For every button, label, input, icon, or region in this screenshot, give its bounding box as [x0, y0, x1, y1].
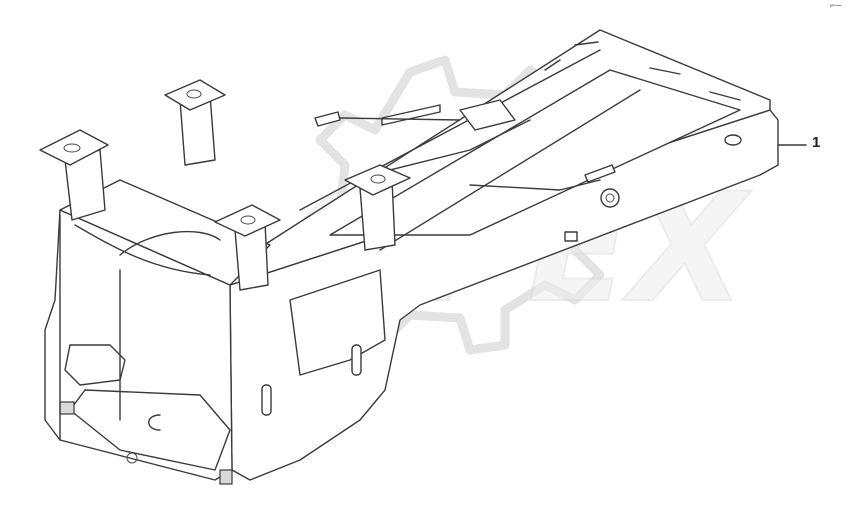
bracket-c [584, 164, 616, 183]
mount-pad-3-hole [240, 215, 256, 225]
rail-block [564, 231, 578, 242]
side-slot-2 [351, 344, 362, 376]
slot-3 [709, 91, 741, 101]
bottom-block [219, 469, 233, 485]
crossmember-2 [379, 89, 641, 251]
bracket-d [314, 111, 341, 127]
side-slot [261, 384, 272, 416]
front-arch [119, 230, 221, 256]
mount-pad-1-hole [63, 143, 81, 153]
routing-2 [469, 179, 601, 191]
frame-body [39, 29, 807, 485]
rail-hole-2 [600, 188, 620, 208]
slot-1 [574, 41, 599, 46]
mount-pad-4-hole [370, 174, 386, 184]
corner-mark: ⌐─ [830, 0, 842, 10]
top-opening [329, 69, 741, 236]
mount-pad-4 [344, 164, 411, 196]
callout-label-1: 1 [812, 134, 821, 151]
lower-bracket-hole [126, 452, 138, 464]
mount-pad-3 [214, 204, 281, 237]
left-block [59, 401, 75, 415]
bracket-a [381, 104, 441, 126]
mount-pad-2-hole [186, 89, 202, 99]
slot-2 [649, 67, 681, 75]
routing-1 [339, 117, 461, 121]
front-inner-curve [74, 224, 211, 276]
lower-bracket-c [148, 414, 161, 431]
left-hinge [64, 344, 126, 386]
mount-pad-2 [164, 79, 226, 111]
slot-4 [544, 59, 561, 71]
rail-hole-1 [724, 134, 742, 146]
mount-pad-1 [39, 129, 109, 166]
right-rail [229, 109, 779, 481]
bracket-b [459, 99, 516, 131]
rail-hole-2-inner [605, 193, 615, 203]
